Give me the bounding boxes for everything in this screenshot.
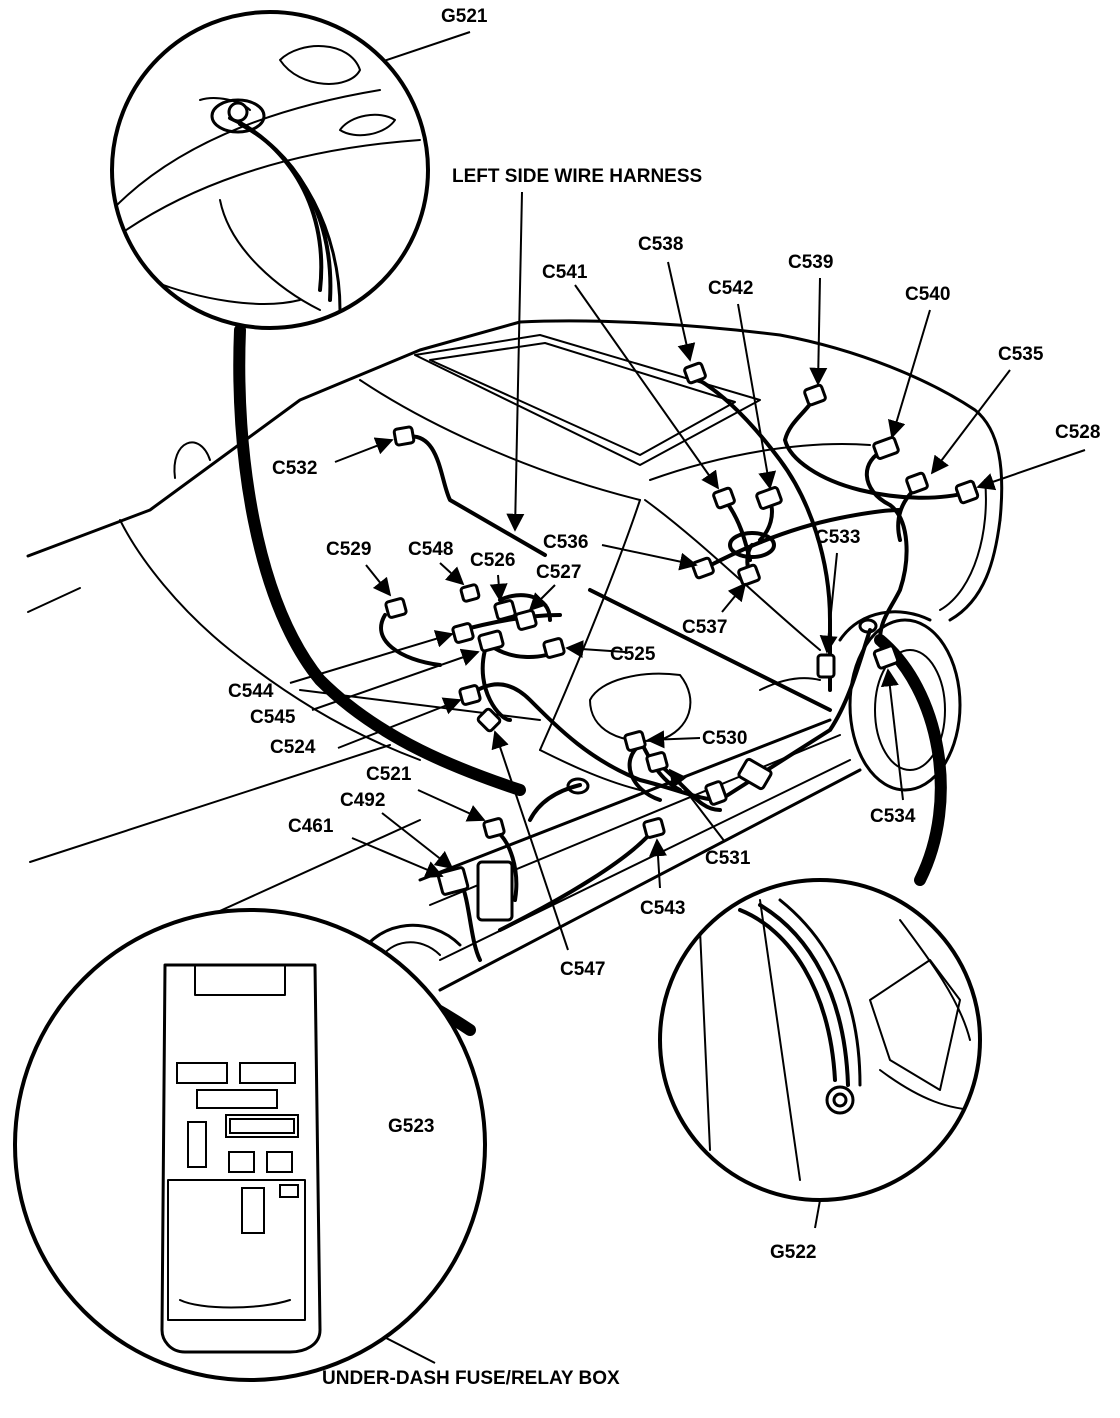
- label-c524: C524: [270, 737, 316, 758]
- label-c542: C542: [708, 278, 753, 299]
- label-g521: G521: [441, 6, 488, 27]
- label-left-side-wire-harness: LEFT SIDE WIRE HARNESS: [452, 166, 702, 187]
- label-c530: C530: [702, 728, 747, 749]
- label-c540: C540: [905, 284, 950, 305]
- label-c526: C526: [470, 550, 515, 571]
- label-g523: G523: [388, 1116, 434, 1137]
- label-c545: C545: [250, 707, 296, 728]
- inset-g522: [658, 878, 982, 1202]
- label-under-dash-fuse-relay-box: UNDER-DASH FUSE/RELAY BOX: [322, 1368, 620, 1389]
- label-c531: C531: [705, 848, 751, 869]
- label-c525: C525: [610, 644, 656, 665]
- label-c536: C536: [543, 532, 588, 553]
- label-c548: C548: [408, 539, 453, 560]
- label-c533: C533: [815, 527, 860, 548]
- label-c537: C537: [682, 617, 727, 638]
- label-c461: C461: [288, 816, 334, 837]
- label-c538: C538: [638, 234, 683, 255]
- label-c535: C535: [998, 344, 1044, 365]
- label-c544: C544: [228, 681, 274, 702]
- text-labels: G521 LEFT SIDE WIRE HARNESS C538 C541 C5…: [228, 6, 1100, 1389]
- label-c543: C543: [640, 898, 685, 919]
- label-c521: C521: [366, 764, 412, 785]
- inset-g521: [110, 10, 430, 330]
- label-g522: G522: [770, 1242, 816, 1263]
- label-c539: C539: [788, 252, 833, 273]
- inset-fuse-box: [13, 908, 487, 1382]
- label-c547: C547: [560, 959, 605, 980]
- label-c532: C532: [272, 458, 317, 479]
- label-c534: C534: [870, 806, 916, 827]
- label-c529: C529: [326, 539, 371, 560]
- connectors: [384, 361, 980, 922]
- label-c528: C528: [1055, 422, 1100, 443]
- label-c541: C541: [542, 262, 588, 283]
- label-c527: C527: [536, 562, 581, 583]
- label-c492: C492: [340, 790, 385, 811]
